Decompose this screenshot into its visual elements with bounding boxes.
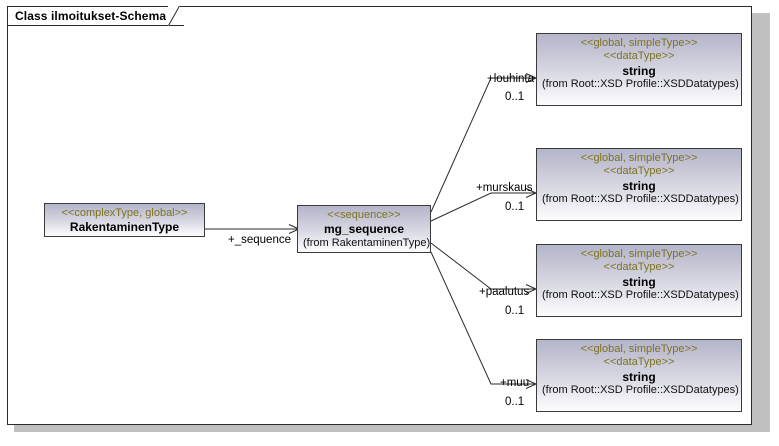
class-node-mg-sequence[interactable]: <<sequence>> mg_sequence (from Rakentami… — [297, 205, 431, 253]
node-name: string — [622, 178, 656, 193]
node-namespace: (from Root::XSD Profile::XSDDatatypes) — [542, 78, 739, 91]
node-name: string — [622, 63, 656, 78]
class-node-rakentaminentype[interactable]: <<complexType, global>> RakentaminenType — [44, 203, 205, 237]
node-stereotype-datatype: <<dataType>> — [603, 261, 675, 274]
node-stereotype-global-simpletype: <<global, simpleType>> — [580, 37, 698, 49]
edge-label-sequence[interactable]: +_sequence — [228, 234, 291, 246]
edge-multiplicity-louhinta[interactable]: 0..1 — [505, 91, 525, 103]
node-name: RakentaminenType — [69, 220, 180, 235]
node-name: string — [622, 369, 656, 384]
frame-tab[interactable]: Class ilmoitukset-Schema — [7, 6, 185, 26]
class-node-string-muu[interactable]: <<global, simpleType>> <<dataType>> stri… — [536, 339, 742, 412]
node-stereotype-datatype: <<dataType>> — [603, 50, 675, 63]
node-stereotype: <<sequence>> — [327, 209, 401, 221]
node-name: mg_sequence — [323, 222, 405, 237]
node-stereotype-global-simpletype: <<global, simpleType>> — [580, 248, 698, 260]
frame-tab-label: Class ilmoitukset-Schema — [15, 9, 167, 23]
node-namespace: (from Root::XSD Profile::XSDDatatypes) — [542, 193, 739, 206]
class-node-string-murskaus[interactable]: <<global, simpleType>> <<dataType>> stri… — [536, 148, 742, 221]
node-stereotype: <<complexType, global>> — [61, 207, 188, 219]
node-stereotype-global-simpletype: <<global, simpleType>> — [580, 152, 698, 164]
node-namespace: (from Root::XSD Profile::XSDDatatypes) — [542, 289, 739, 302]
edge-multiplicity-paalutus[interactable]: 0..1 — [505, 305, 525, 317]
edge-multiplicity-murskaus[interactable]: 0..1 — [505, 201, 525, 213]
edge-label-louhinta[interactable]: +louhinta — [487, 73, 534, 85]
edge-label-paalutus[interactable]: +paalutus — [479, 286, 530, 298]
class-node-string-paalutus[interactable]: <<global, simpleType>> <<dataType>> stri… — [536, 244, 742, 317]
node-namespace: (from RakentaminenType) — [303, 237, 431, 250]
edge-multiplicity-muu[interactable]: 0..1 — [505, 396, 525, 408]
frame-tab-corner-icon — [168, 6, 181, 26]
class-node-string-louhinta[interactable]: <<global, simpleType>> <<dataType>> stri… — [536, 33, 742, 106]
node-stereotype-datatype: <<dataType>> — [603, 165, 675, 178]
edge-label-muu[interactable]: +muu — [500, 377, 530, 389]
node-namespace: (from Root::XSD Profile::XSDDatatypes) — [542, 384, 739, 397]
edge-label-murskaus[interactable]: +murskaus — [476, 182, 533, 194]
node-name: string — [622, 274, 656, 289]
node-stereotype-global-simpletype: <<global, simpleType>> — [580, 343, 698, 355]
node-stereotype-datatype: <<dataType>> — [603, 356, 675, 369]
